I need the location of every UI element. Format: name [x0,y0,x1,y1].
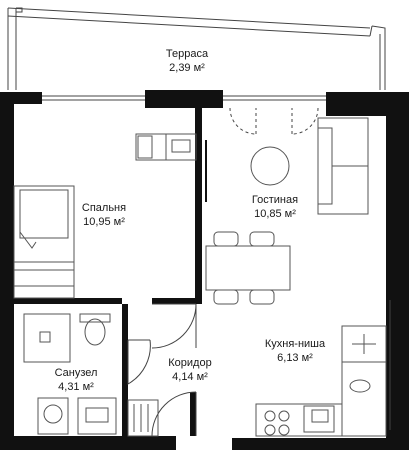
room-label-bathroom: Санузел 4,31 м² [34,366,118,394]
exterior-walls [0,90,409,450]
room-name: Терраса [165,48,209,60]
interior-walls [14,108,202,438]
dining-table [205,245,291,291]
shower [23,313,71,363]
room-name: Гостиная [251,194,299,206]
washer [37,397,69,435]
windows [42,95,391,430]
room-label-kitchen: Кухня-ниша 6,13 м² [253,337,337,365]
wardrobe [127,399,159,437]
room-area: 4,31 м² [58,381,94,393]
room-area: 10,95 м² [83,216,125,228]
room-area: 4,14 м² [172,371,208,383]
furniture [13,117,387,437]
room-name: Коридор [168,357,212,369]
room-area: 10,85 м² [254,208,296,220]
terrace-outline [7,7,386,90]
chair [137,135,153,159]
room-name: Кухня-ниша [264,338,326,350]
room-area: 6,13 м² [277,352,313,364]
room-area: 2,39 м² [169,62,205,74]
round-table [250,146,290,186]
room-name: Спальня [81,202,127,214]
room-label-living: Гостиная 10,85 м² [233,193,317,221]
room-label-terrace: Терраса 2,39 м² [145,47,229,75]
room-label-corridor: Коридор 4,14 м² [148,356,232,384]
room-label-bedroom: Спальня 10,95 м² [62,201,146,229]
doors [127,107,319,437]
room-name: Санузел [54,367,98,379]
bath-sink [77,397,117,435]
kitchen-counter [341,325,387,437]
